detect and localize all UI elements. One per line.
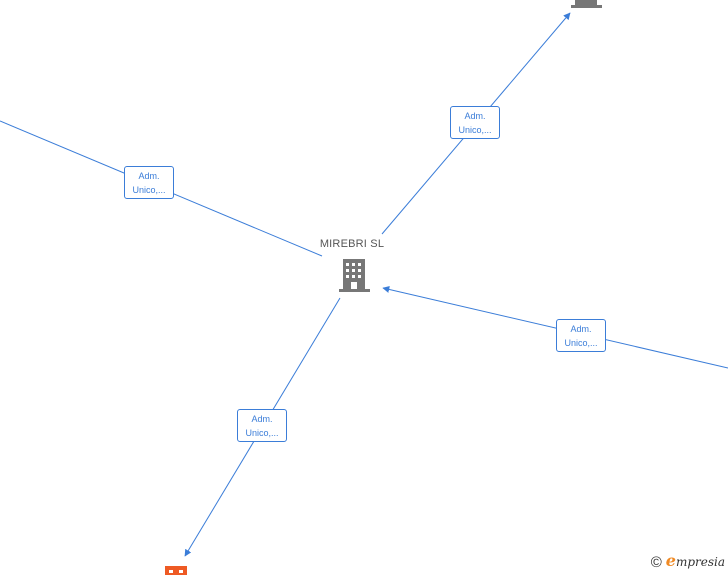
- edge-label-right[interactable]: Adm. Unico,...: [556, 319, 606, 352]
- edge-label-line2: Unico,...: [564, 338, 598, 348]
- edge-label-line2: Unico,...: [132, 185, 166, 195]
- copyright-icon: ©: [650, 554, 662, 571]
- brand-logo-text: mpresia: [675, 555, 725, 569]
- brand-logo-initial: e: [665, 551, 676, 570]
- edge-label-line1: Adm.: [464, 111, 486, 121]
- edge-label-line1: Adm.: [570, 324, 592, 334]
- edge-label-line1: Adm.: [138, 171, 160, 181]
- center-building-icon[interactable]: [339, 259, 370, 292]
- center-node-label[interactable]: MIREBRI SL: [319, 238, 385, 250]
- edge-label-upper-left[interactable]: Adm. Unico,...: [124, 166, 174, 199]
- copyright-footer: ©empresia: [651, 551, 725, 571]
- edge-line-right: [382, 286, 728, 369]
- edge-label-line2: Unico,...: [458, 125, 492, 135]
- edge-label-line1: Adm.: [251, 414, 273, 424]
- edge-label-line2: Unico,...: [245, 428, 279, 438]
- top-building-icon[interactable]: [571, 0, 602, 8]
- edge-label-top-right[interactable]: Adm. Unico,...: [450, 106, 500, 139]
- edge-label-lower-left[interactable]: Adm. Unico,...: [237, 409, 287, 442]
- bottom-building-icon[interactable]: [165, 566, 187, 575]
